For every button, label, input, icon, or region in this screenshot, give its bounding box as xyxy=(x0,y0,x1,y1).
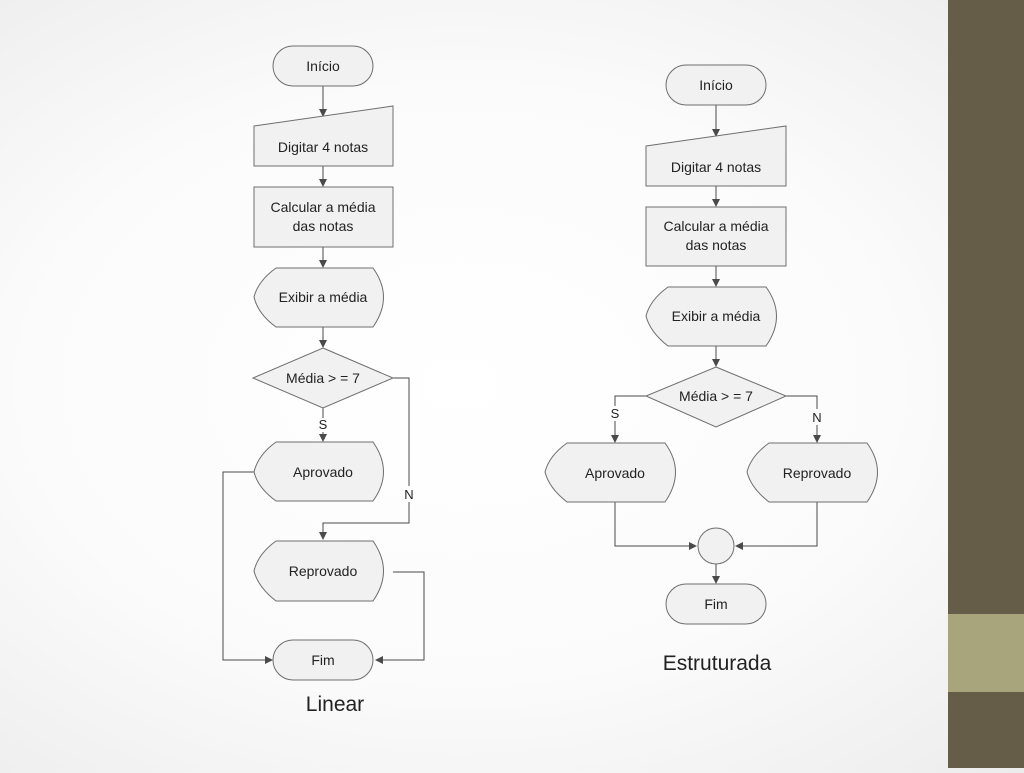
structured-failed-shape xyxy=(746,442,878,503)
structured-caption: Estruturada xyxy=(663,652,772,675)
flowcharts: Início Digitar 4 notas Calcular a média … xyxy=(222,45,878,716)
structured-arrow-decision-no xyxy=(786,395,818,409)
linear-start-terminal xyxy=(272,45,374,87)
linear-start-label: Início xyxy=(306,58,340,74)
structured-start-label: Início xyxy=(699,77,733,93)
structured-end-label: Fim xyxy=(704,596,727,612)
linear-input-shape xyxy=(253,105,394,167)
structured-arrow-decision-yes xyxy=(614,395,646,406)
structured-arrow-failed-connector xyxy=(735,502,818,550)
linear-process-label-2: das notas xyxy=(293,218,354,234)
linear-arrow-decision-no xyxy=(393,377,410,486)
linear-input-label: Digitar 4 notas xyxy=(278,139,368,155)
structured-approved-label: Aprovado xyxy=(585,465,645,481)
structured-decision-label: Média > = 7 xyxy=(679,388,753,404)
linear-approved-shape xyxy=(253,441,384,502)
linear-display-label: Exibir a média xyxy=(279,289,368,305)
structured-display-shape xyxy=(645,286,777,347)
linear-arrow-failed-end xyxy=(375,571,425,664)
structured-yes-label: S xyxy=(611,406,620,421)
linear-arrow-approved-end xyxy=(222,471,273,664)
linear-arrow-no-failed xyxy=(319,502,410,540)
linear-failed-label: Reprovado xyxy=(289,563,358,579)
structured-failed-label: Reprovado xyxy=(783,465,852,481)
structured-input-label: Digitar 4 notas xyxy=(671,159,761,175)
linear-flowchart: Início Digitar 4 notas Calcular a média … xyxy=(222,45,425,716)
structured-approved-shape xyxy=(544,442,676,503)
linear-display-shape xyxy=(253,267,384,328)
structured-decision-diamond xyxy=(644,366,788,428)
linear-decision-label: Média > = 7 xyxy=(286,370,360,386)
linear-decision-diamond xyxy=(251,347,395,409)
linear-caption: Linear xyxy=(306,693,364,716)
structured-display-label: Exibir a média xyxy=(672,308,761,324)
linear-process-label-1: Calcular a média xyxy=(270,199,375,215)
structured-end-terminal xyxy=(665,583,767,625)
linear-failed-shape xyxy=(253,540,384,602)
slide: Início Digitar 4 notas Calcular a média … xyxy=(222,45,878,716)
sidebar-accent-block xyxy=(948,614,1024,692)
linear-process-box xyxy=(253,186,394,248)
structured-process-box xyxy=(645,206,787,267)
structured-arrow-approved-connector xyxy=(614,502,697,550)
linear-approved-label: Aprovado xyxy=(293,464,353,480)
linear-end-terminal xyxy=(272,639,374,681)
structured-input-shape xyxy=(645,125,787,187)
linear-yes-label: S xyxy=(319,417,328,432)
structured-connector-circle xyxy=(697,527,735,565)
structured-flowchart: Início Digitar 4 notas Calcular a média … xyxy=(544,64,878,675)
structured-process-label-2: das notas xyxy=(686,237,747,253)
linear-no-label: N xyxy=(404,487,413,502)
structured-start-terminal xyxy=(665,64,767,106)
structured-no-label: N xyxy=(812,410,821,425)
structured-process-label-1: Calcular a média xyxy=(663,218,768,234)
linear-end-label: Fim xyxy=(311,652,334,668)
